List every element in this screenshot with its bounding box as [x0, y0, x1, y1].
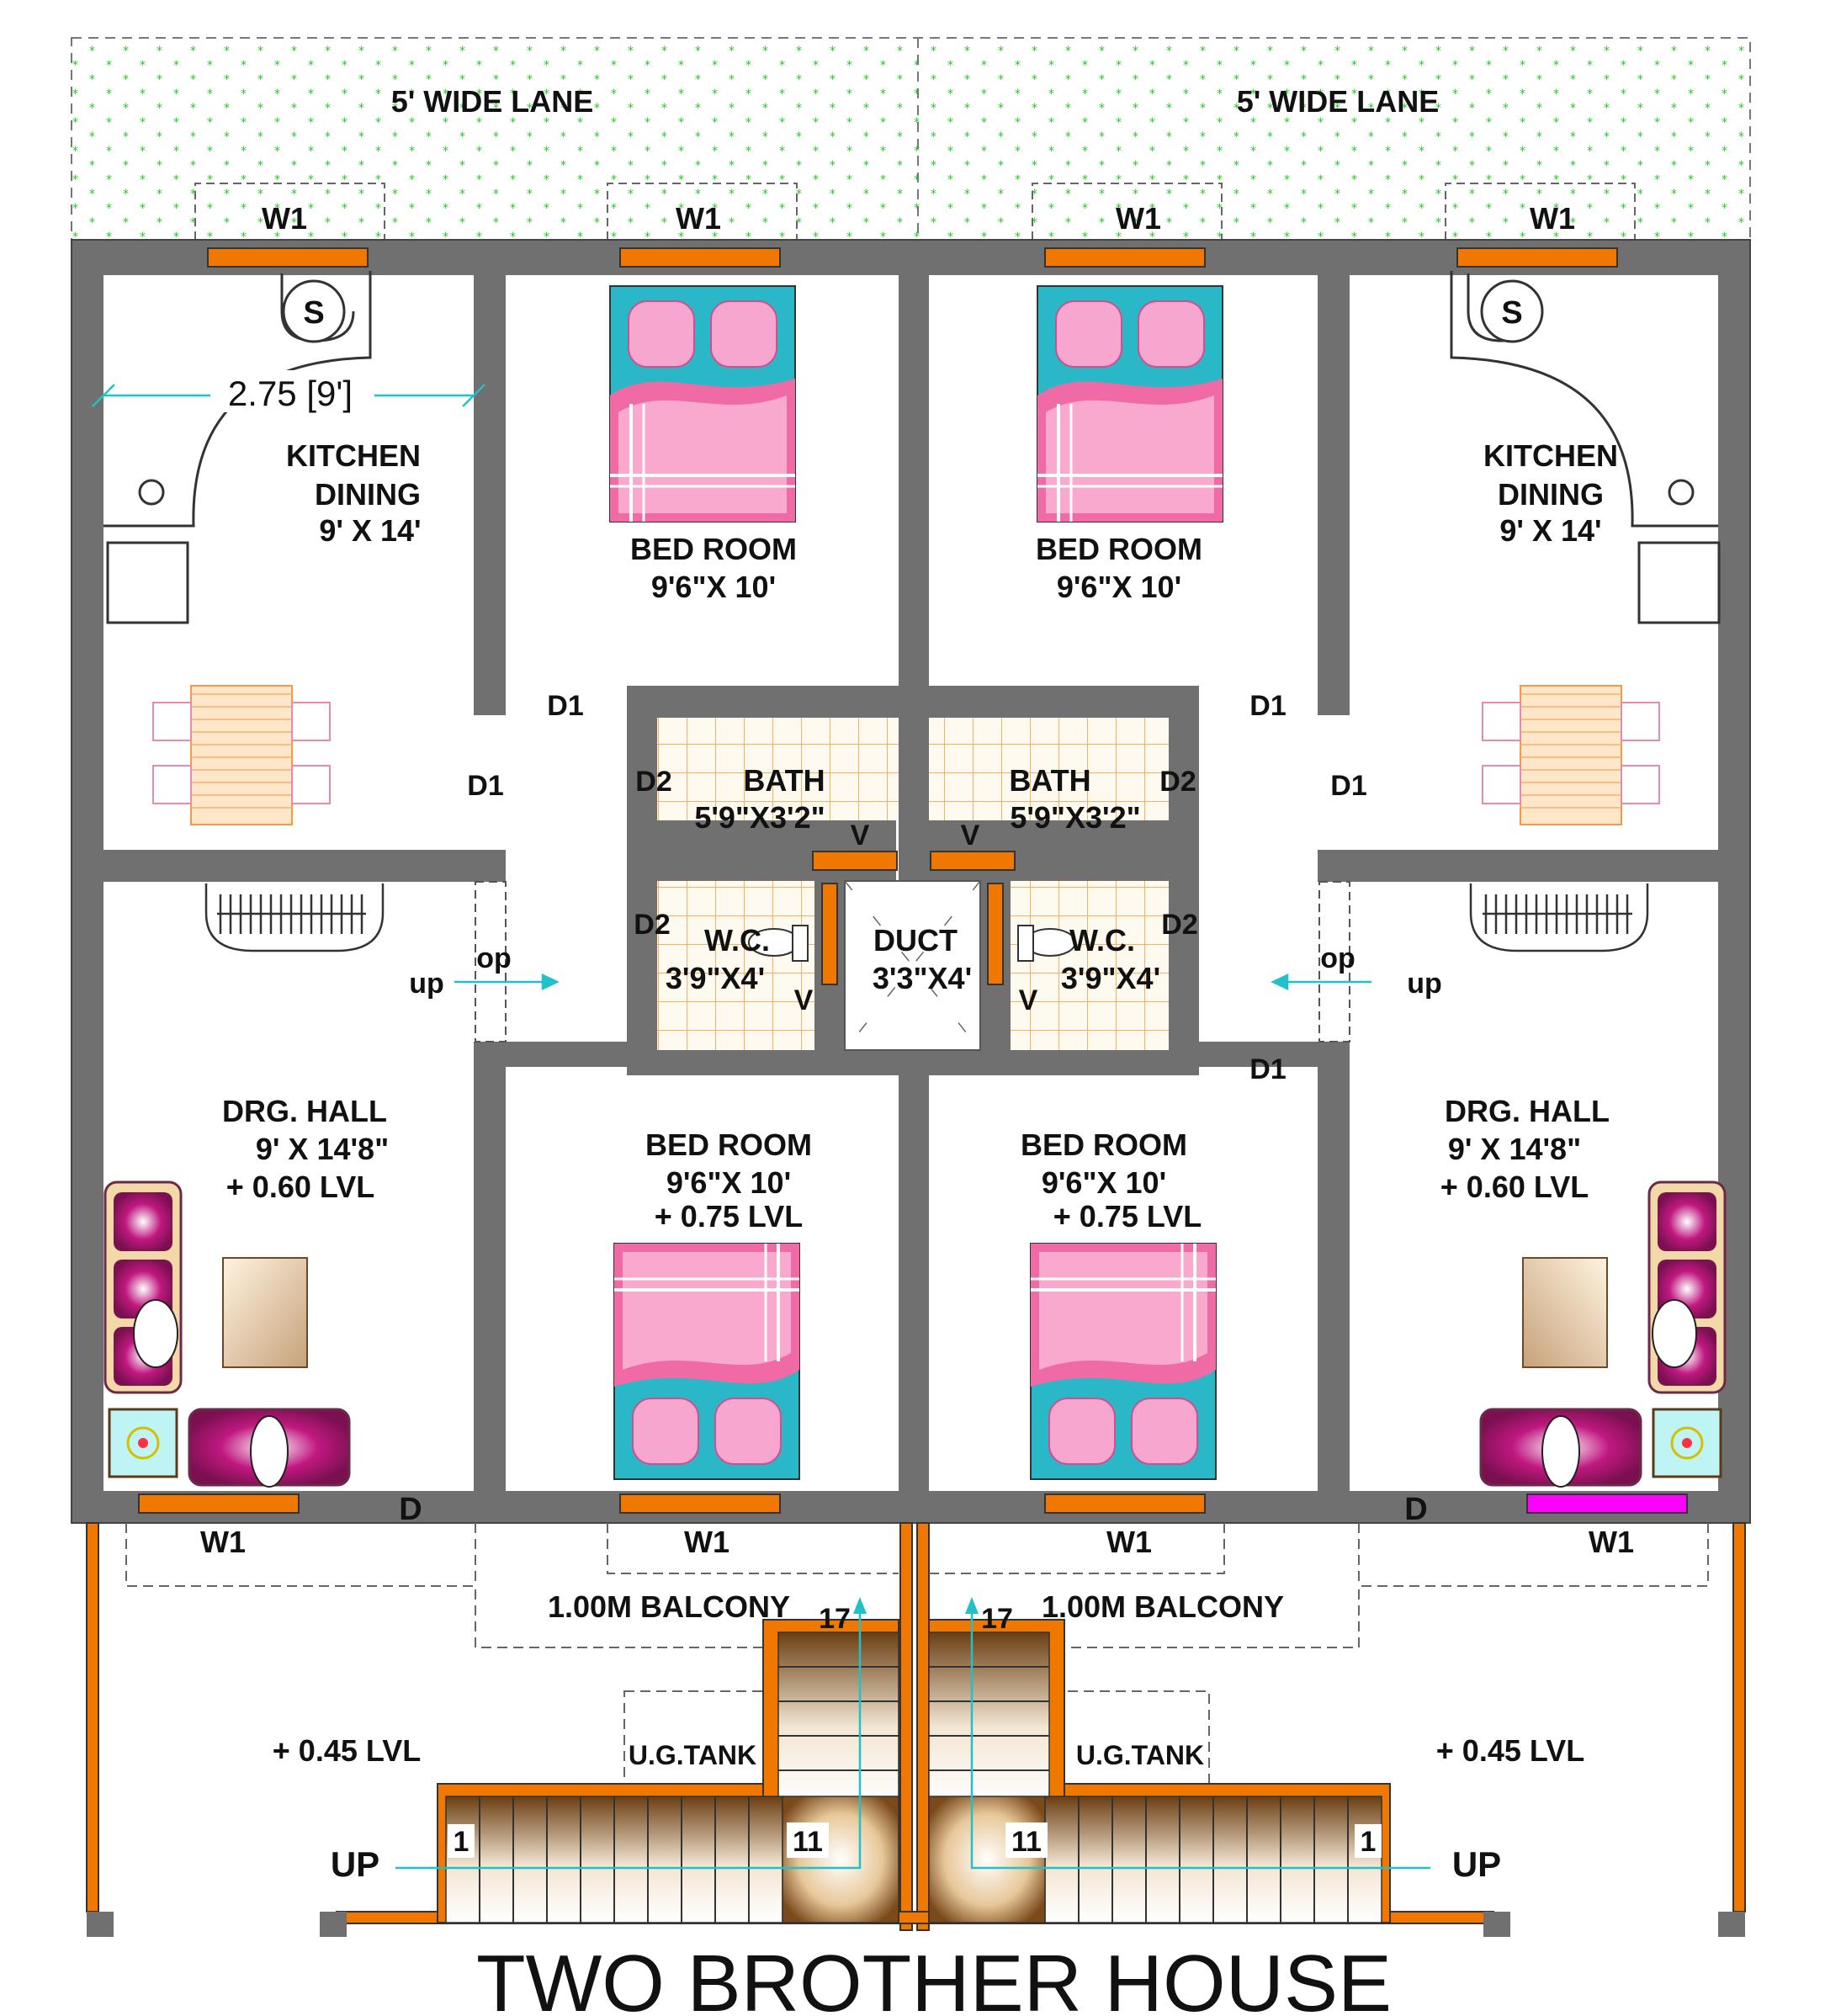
wc-label: W.C. — [704, 923, 770, 958]
ventilator-label: V — [794, 984, 814, 1016]
tank-label: U.G.TANK — [629, 1740, 756, 1770]
bedroom-size: 9'6"X 10' — [666, 1165, 791, 1200]
door-label: D1 — [1249, 690, 1286, 722]
opening-label: op — [1320, 942, 1355, 974]
bath-label: BATH — [743, 763, 825, 798]
window-label: W1 — [676, 201, 721, 236]
step-number: 1 — [454, 1826, 470, 1858]
door-label: D — [1404, 1492, 1427, 1527]
dining-label: DINING — [1498, 477, 1604, 512]
balcony-label: 1.00M BALCONY — [548, 1589, 790, 1624]
door-label: D2 — [634, 909, 670, 941]
kitchen-size: 9' X 14' — [1499, 513, 1601, 548]
sink-label: S — [1501, 295, 1522, 331]
window-label: W1 — [1106, 1525, 1152, 1559]
door-label: D1 — [1249, 1053, 1286, 1085]
bedroom-label: BED ROOM — [1036, 532, 1202, 566]
wc-size: 3'9"X4' — [1061, 961, 1160, 995]
lane-label-left: 5' WIDE LANE — [391, 84, 594, 119]
bedroom-level: + 0.75 LVL — [1053, 1199, 1202, 1233]
duct-size: 3'3"X4' — [873, 961, 972, 995]
staircase-left — [437, 1619, 899, 1923]
step-number: 1 — [1361, 1826, 1377, 1858]
dining-label: DINING — [315, 477, 421, 512]
window-label: W1 — [200, 1525, 246, 1559]
duct-label: DUCT — [873, 923, 958, 958]
bedroom-size: 9'6"X 10' — [1057, 570, 1181, 604]
door-label: D — [399, 1492, 422, 1527]
stairs-up-label: UP — [1452, 1844, 1501, 1884]
wc-label: W.C. — [1069, 923, 1135, 958]
bath-label: BATH — [1009, 763, 1090, 798]
bedroom-size: 9'6"X 10' — [1042, 1165, 1166, 1200]
hall-level: + 0.60 LVL — [226, 1170, 374, 1204]
door-label: D1 — [467, 770, 503, 802]
ventilator-label: V — [851, 820, 870, 851]
door-label: D2 — [635, 766, 671, 798]
sink-label: S — [303, 295, 324, 331]
step-number: 11 — [793, 1826, 823, 1858]
bedroom-label: BED ROOM — [630, 532, 797, 566]
bath-size: 5'9"X3'2" — [694, 800, 825, 835]
window-label: W1 — [1589, 1525, 1634, 1559]
door-label: D1 — [547, 690, 583, 722]
balcony-label: 1.00M BALCONY — [1042, 1589, 1284, 1624]
wc-size: 3'9"X4' — [666, 961, 765, 995]
bedroom-label: BED ROOM — [1021, 1127, 1187, 1162]
stairs-up-label: UP — [331, 1844, 379, 1884]
ventilator-label: V — [1019, 984, 1038, 1016]
yard-level: + 0.45 LVL — [1436, 1733, 1584, 1768]
step-number: 17 — [981, 1603, 1013, 1635]
hall-size: 9' X 14'8" — [1448, 1132, 1581, 1166]
up-label: up — [409, 968, 444, 1000]
tank-label: U.G.TANK — [1076, 1740, 1204, 1770]
hall-label: DRG. HALL — [1445, 1094, 1610, 1128]
bedroom-size: 9'6"X 10' — [651, 570, 776, 604]
kitchen-label: KITCHEN — [286, 438, 421, 473]
window-label: W1 — [684, 1525, 729, 1559]
yard-level: + 0.45 LVL — [273, 1733, 421, 1768]
kitchen-dimension: 2.75 [9'] — [228, 374, 353, 413]
kitchen-size: 9' X 14' — [319, 513, 421, 548]
door-label: D2 — [1161, 909, 1197, 941]
hall-level: + 0.60 LVL — [1440, 1170, 1589, 1204]
window-label: W1 — [1116, 201, 1161, 236]
opening-label: op — [476, 942, 512, 974]
ventilator-label: V — [961, 820, 980, 851]
staircase-right — [928, 1619, 1391, 1923]
bath-size: 5'9"X3'2" — [1010, 800, 1140, 835]
step-number: 17 — [819, 1603, 851, 1635]
drawing-title: TWO BROTHER HOUSE — [476, 1939, 1392, 2016]
up-label: up — [1407, 968, 1442, 1000]
step-number: 11 — [1011, 1826, 1042, 1858]
hall-label: DRG. HALL — [222, 1094, 387, 1128]
hall-size: 9' X 14'8" — [256, 1132, 389, 1166]
bedroom-level: + 0.75 LVL — [655, 1199, 803, 1233]
lane-label-right: 5' WIDE LANE — [1237, 84, 1440, 119]
window-label: W1 — [1530, 201, 1575, 236]
door-label: D1 — [1330, 770, 1366, 802]
windows — [138, 247, 1618, 1514]
kitchen-label: KITCHEN — [1483, 438, 1618, 473]
window-label: W1 — [262, 201, 307, 236]
door-label: D2 — [1159, 766, 1196, 798]
bedroom-label: BED ROOM — [645, 1127, 812, 1162]
